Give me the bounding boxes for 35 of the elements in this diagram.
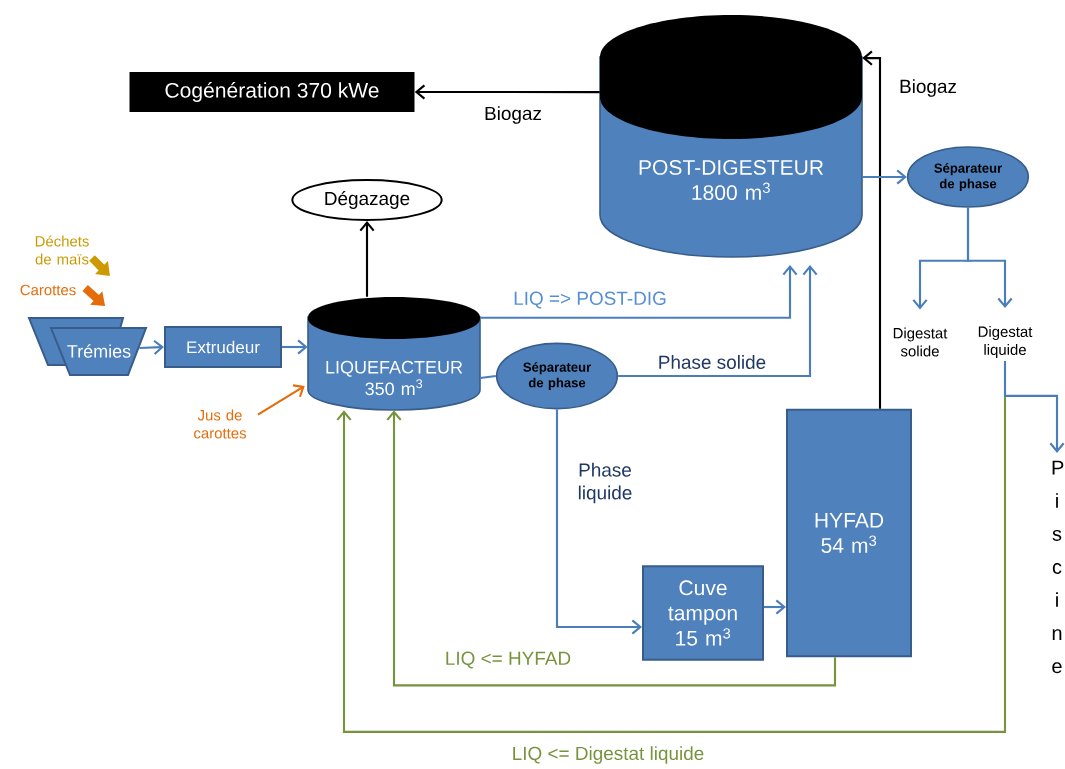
- arrow: [336, 395, 1007, 733]
- arrow: [555, 409, 642, 635]
- arrow: [764, 599, 786, 615]
- arrow: [862, 169, 907, 185]
- extruder-box: Extrudeur: [164, 326, 282, 368]
- input-label: Carottes: [20, 284, 76, 296]
- arrow: [480, 264, 798, 319]
- arrow: [966, 207, 1013, 309]
- outlet-label: Digestat solide: [893, 327, 948, 357]
- post-digester-tank: POST-DIGESTEUR 1800 m$^{3}$: [599, 15, 863, 258]
- outlet-label: Digestat liquide: [978, 326, 1033, 358]
- hyfad-tank: HYFAD 54 m$^{3}$: [786, 408, 912, 658]
- arrow: [386, 410, 837, 687]
- liquefier-tank: LIQUEFACTEUR 350 m$^{3}$: [307, 297, 481, 411]
- arrow: [862, 50, 882, 409]
- arrow: [139, 339, 164, 355]
- arrow: [257, 384, 305, 416]
- input-label: Jus de carottes: [194, 409, 246, 439]
- arrow: [89, 255, 110, 276]
- pond-label: Piscine: [1052, 460, 1064, 674]
- arrow: [282, 339, 308, 355]
- buffer-tank: Cuve tampon 15 m$^{3}$: [642, 565, 764, 661]
- edge-label: Biogaz: [482, 104, 544, 126]
- arrow: [359, 221, 375, 297]
- edge-label: LIQ <= HYFAD: [443, 650, 573, 670]
- cogeneration-box: Cogénération 370 kWe: [129, 72, 415, 112]
- edge-label: Biogaz: [897, 77, 959, 99]
- edge-label: Phase liquide: [563, 461, 647, 505]
- arrow: [414, 84, 600, 100]
- edge-label: Phase solide: [656, 353, 768, 371]
- edge-label: LIQ => POST-DIG: [511, 290, 669, 310]
- arrow: [618, 264, 818, 378]
- edge-label: LIQ <= Digestat liquide: [510, 744, 706, 766]
- input-label: Déchets de maïs: [35, 235, 89, 265]
- arrow: [1003, 360, 1065, 453]
